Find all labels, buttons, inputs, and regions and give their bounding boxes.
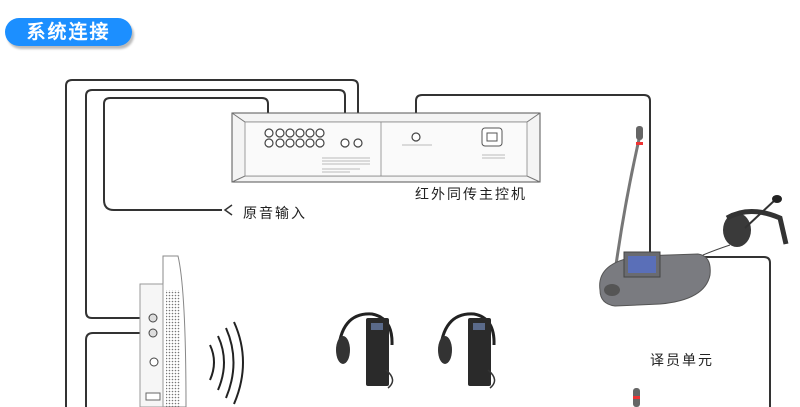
- section-title-badge: 系统连接: [5, 18, 132, 46]
- interpreter-console: [599, 126, 711, 307]
- interpreter-headset: [702, 195, 789, 256]
- cable-outer: [65, 79, 359, 407]
- cable-interpreter-out: [695, 256, 771, 407]
- cables: [65, 79, 771, 407]
- cable-source-tail: [103, 199, 222, 211]
- wireless-signal-icon: [209, 321, 244, 405]
- cable-port2: [85, 332, 150, 407]
- source-input-label: 原音输入: [243, 206, 307, 222]
- ir-receiver-headphone-2: [438, 312, 496, 389]
- ir-radiator: [139, 255, 187, 407]
- interpreter-unit-label: 译员单元: [650, 353, 714, 369]
- arrow-left-icon: [223, 204, 233, 216]
- cable-second: [85, 89, 346, 312]
- cable-port1: [85, 311, 150, 319]
- cable-source: [103, 97, 269, 200]
- main-controller-panel: [231, 112, 541, 183]
- ir-receiver-headphone-1: [336, 312, 394, 389]
- main-controller-label: 红外同传主控机: [415, 187, 527, 203]
- cable-interpreter: [415, 94, 651, 255]
- second-interpreter-mic: [633, 388, 640, 407]
